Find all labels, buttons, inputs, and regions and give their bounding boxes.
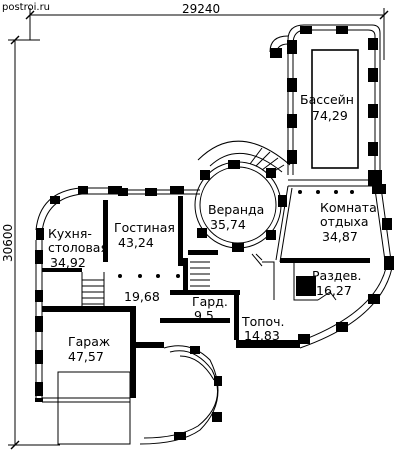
room-label-veranda: Веранда 35,74 [208,202,264,232]
svg-text:Топоч.: Топоч. [241,314,284,329]
svg-text:16,27: 16,27 [316,283,352,298]
right-wing-walls [251,179,394,349]
svg-text:столовая: столовая [48,240,108,255]
svg-text:19,68: 19,68 [124,289,160,304]
svg-text:Гараж: Гараж [68,334,110,349]
svg-text:47,57: 47,57 [68,349,104,364]
room-label-pool: Бассейн 74,29 [300,92,354,123]
height-dimension-text: 30600 [1,224,15,262]
svg-text:74,29: 74,29 [312,108,348,123]
room-label-living: Гостиная 43,24 [114,220,175,250]
width-dimension-text: 29240 [182,2,220,16]
svg-text:Комната: Комната [320,200,377,215]
svg-text:отдыха: отдыха [320,214,369,229]
svg-text:Бассейн: Бассейн [300,92,354,107]
svg-text:34,87: 34,87 [322,229,358,244]
veranda-walls [194,140,291,252]
svg-text:Веранда: Веранда [208,202,264,217]
svg-text:9,5: 9,5 [194,308,214,323]
room-label-hall: 19,68 [124,289,160,304]
svg-text:Гостиная: Гостиная [114,220,175,235]
height-dimension: 30600 [1,35,60,450]
width-dimension: 29240 [25,2,389,60]
svg-text:35,74: 35,74 [210,217,246,232]
room-label-furnace: Топоч. 14,83 [241,314,284,343]
svg-text:34,92: 34,92 [50,255,86,270]
svg-text:14,83: 14,83 [244,328,280,343]
watermark: postroi.ru [2,2,50,13]
svg-text:Кухня-: Кухня- [48,226,92,241]
room-label-wardrobe: Гард. 9,5 [192,294,228,323]
colonnade-dots [118,190,354,278]
room-label-dressing: Раздев. 16,27 [312,268,362,298]
room-label-garage: Гараж 47,57 [68,334,110,364]
pool-wing-walls [269,24,382,186]
svg-text:43,24: 43,24 [118,235,154,250]
main-walls [35,186,300,445]
svg-text:Раздев.: Раздев. [312,268,362,283]
room-label-kitchen: Кухня- столовая 34,92 [48,226,108,270]
room-label-rest: Комната отдыха 34,87 [320,200,377,244]
svg-text:Гард.: Гард. [192,294,228,309]
